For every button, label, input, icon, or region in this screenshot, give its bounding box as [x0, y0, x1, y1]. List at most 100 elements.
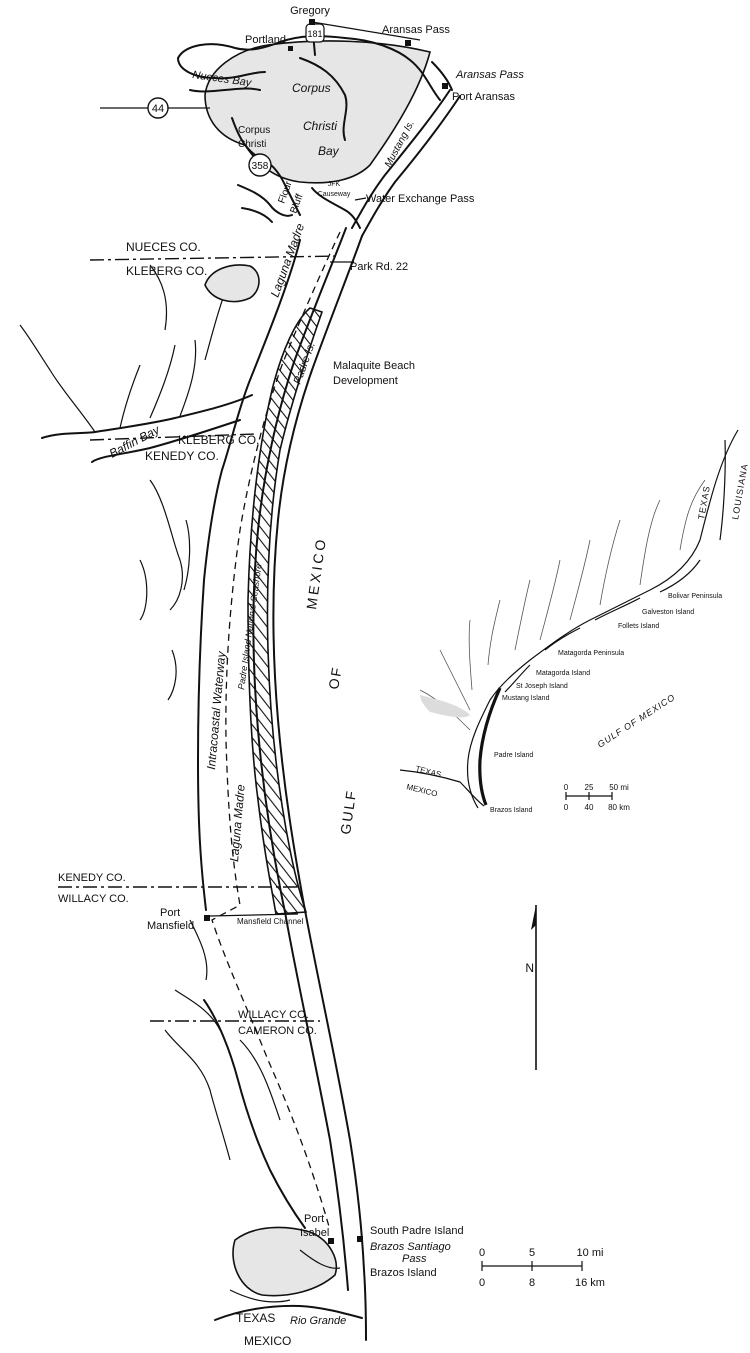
portland-label: Portland — [245, 34, 286, 46]
scale-mi-2: 10 mi — [577, 1247, 604, 1259]
jfk-label-1: JFK — [328, 181, 341, 188]
kleberg-county-label-2: KLEBERG CO. — [178, 433, 259, 447]
scale-km-0: 0 — [479, 1277, 485, 1289]
mansfield-channel — [209, 913, 299, 917]
kenedy-county-label-2: KENEDY CO. — [58, 872, 126, 884]
inset-scale-mi-1: 25 — [585, 783, 594, 792]
inset-bolivar-label: Bolivar Peninsula — [668, 593, 722, 600]
laguna-madre-south-label: Laguna Madre — [227, 784, 248, 863]
inset-brazos-label: Brazos Island — [490, 807, 533, 814]
aransas-shoreline — [344, 37, 453, 101]
hwy-44-number: 44 — [152, 103, 164, 115]
nueces-kleberg-line — [89, 255, 341, 261]
port-aransas-marker — [442, 83, 448, 89]
port-mansfield-label-2: Mansfield — [147, 920, 194, 932]
inset-padre-island — [478, 687, 502, 806]
willacy-county-label-2: WILLACY CO. — [238, 1009, 309, 1021]
willacy-coast — [164, 919, 281, 1161]
flour-bluff-shore — [237, 184, 293, 223]
inset-louisiana-label: LOUISIANA — [730, 462, 750, 520]
south-padre-label: South Padre Island — [370, 1225, 464, 1237]
scale-km-2: 16 km — [575, 1277, 605, 1289]
kleberg-county-label-1: KLEBERG CO. — [126, 264, 207, 278]
inset-gulf-label: GULF OF MEXICO — [596, 692, 678, 750]
kenedy-coast — [139, 479, 191, 701]
inset-border-mexico: MEXICO — [406, 782, 439, 798]
north-arrow-head — [531, 905, 536, 930]
seashore-hatched — [247, 307, 324, 915]
corpus-christi-area: 44 181 358 — [100, 19, 461, 237]
hwy-44-shield — [147, 97, 169, 119]
nueces-bay-shore — [177, 41, 281, 93]
portland-marker — [288, 46, 293, 51]
scale-mi-0: 0 — [479, 1247, 485, 1259]
water-exchange-leader — [354, 197, 367, 201]
aransas-pass-marker — [405, 40, 411, 46]
water-exchange-pass-label: Water Exchange Pass — [366, 193, 475, 205]
baffin-tributaries — [19, 264, 227, 433]
north-arrow: N — [525, 905, 537, 1070]
aransas-pass-town-label: Aransas Pass — [382, 24, 450, 36]
mansfield-channel-label: Mansfield Channel — [237, 917, 303, 926]
inset-padre-label: Padre Island — [494, 752, 533, 759]
cc-bay-label-3: Bay — [318, 144, 340, 158]
gulf-label: GULF — [337, 788, 359, 835]
brazos-santiago-label-2: Pass — [402, 1253, 427, 1265]
nueces-county-label: NUECES CO. — [126, 240, 201, 254]
brazos-santiago-label-1: Brazos Santiago — [370, 1241, 451, 1253]
willacy-county-label-1: WILLACY CO. — [58, 893, 129, 905]
hwy-181 — [311, 21, 421, 41]
inset-scale-mi-2: 50 mi — [609, 783, 629, 792]
scale-km-1: 8 — [529, 1277, 535, 1289]
corpus-western-shore — [231, 117, 301, 216]
park-rd-label: Park Rd. 22 — [350, 261, 408, 273]
inset-galveston-label: Galveston Island — [642, 609, 694, 616]
aransas-pass-inlet-label: Aransas Pass — [455, 69, 524, 81]
cameron-county-label: CAMERON CO. — [238, 1025, 317, 1037]
mustang-island — [351, 89, 461, 237]
inset-scale-km-0: 0 — [564, 803, 569, 812]
inset-coastline — [466, 429, 739, 809]
inset-matagorda-is-label: Matagorda Island — [536, 670, 590, 677]
inset-scale-mi-0: 0 — [564, 783, 569, 792]
port-isabel-marker — [328, 1238, 334, 1244]
gregory-label: Gregory — [290, 5, 330, 17]
kenedy-county-label-1: KENEDY CO. — [145, 449, 219, 463]
padre-island — [247, 227, 367, 1341]
hwy-358-number: 358 — [252, 161, 269, 172]
texas-label: TEXAS — [236, 1311, 275, 1325]
inset-bay-shade — [420, 695, 470, 718]
intracoastal-waterway-label: Intracoastal Waterway — [204, 650, 228, 770]
laguna-atascosa-shore — [203, 999, 306, 1229]
rio-grande-label: Rio Grande — [290, 1315, 346, 1327]
scale-bar: 0 5 10 mi 0 8 16 km — [479, 1247, 605, 1289]
rio-grande-river — [214, 1304, 363, 1321]
north-label: N — [525, 961, 534, 975]
mexico-country-label: MEXICO — [244, 1334, 291, 1348]
baffin-bay-shore — [41, 394, 253, 463]
malaquite-label-2: Development — [333, 375, 398, 387]
cc-city-label-1: Corpus — [238, 125, 270, 136]
inset-barrier-islands — [504, 559, 701, 693]
mexico-label: MEXICO — [303, 536, 329, 611]
brazos-island-label: Brazos Island — [370, 1267, 437, 1279]
cc-bay-label-1: Corpus — [292, 81, 331, 95]
inset-scale-km-1: 40 — [585, 803, 594, 812]
inset-matagorda-pen-label: Matagorda Peninsula — [558, 650, 624, 657]
kleberg-kenedy-line — [89, 433, 257, 441]
inset-scale-km-2: 80 km — [608, 803, 630, 812]
kleberg-lake — [204, 264, 260, 303]
port-mansfield-marker — [204, 915, 210, 921]
county-lines — [58, 255, 341, 1022]
port-isabel-label-1: Port — [304, 1213, 324, 1225]
port-isabel-shore — [229, 1249, 341, 1303]
cc-city-label-2: Christi — [238, 139, 266, 150]
port-aransas-label: Port Aransas — [452, 91, 515, 103]
malaquite-label-1: Malaquite Beach — [333, 360, 415, 372]
port-mansfield-label-1: Port — [160, 907, 180, 919]
inset-border-texas: TEXAS — [415, 764, 443, 779]
scale-mi-1: 5 — [529, 1247, 535, 1259]
inset-rivers — [419, 479, 706, 731]
inset-state-line — [719, 439, 726, 541]
